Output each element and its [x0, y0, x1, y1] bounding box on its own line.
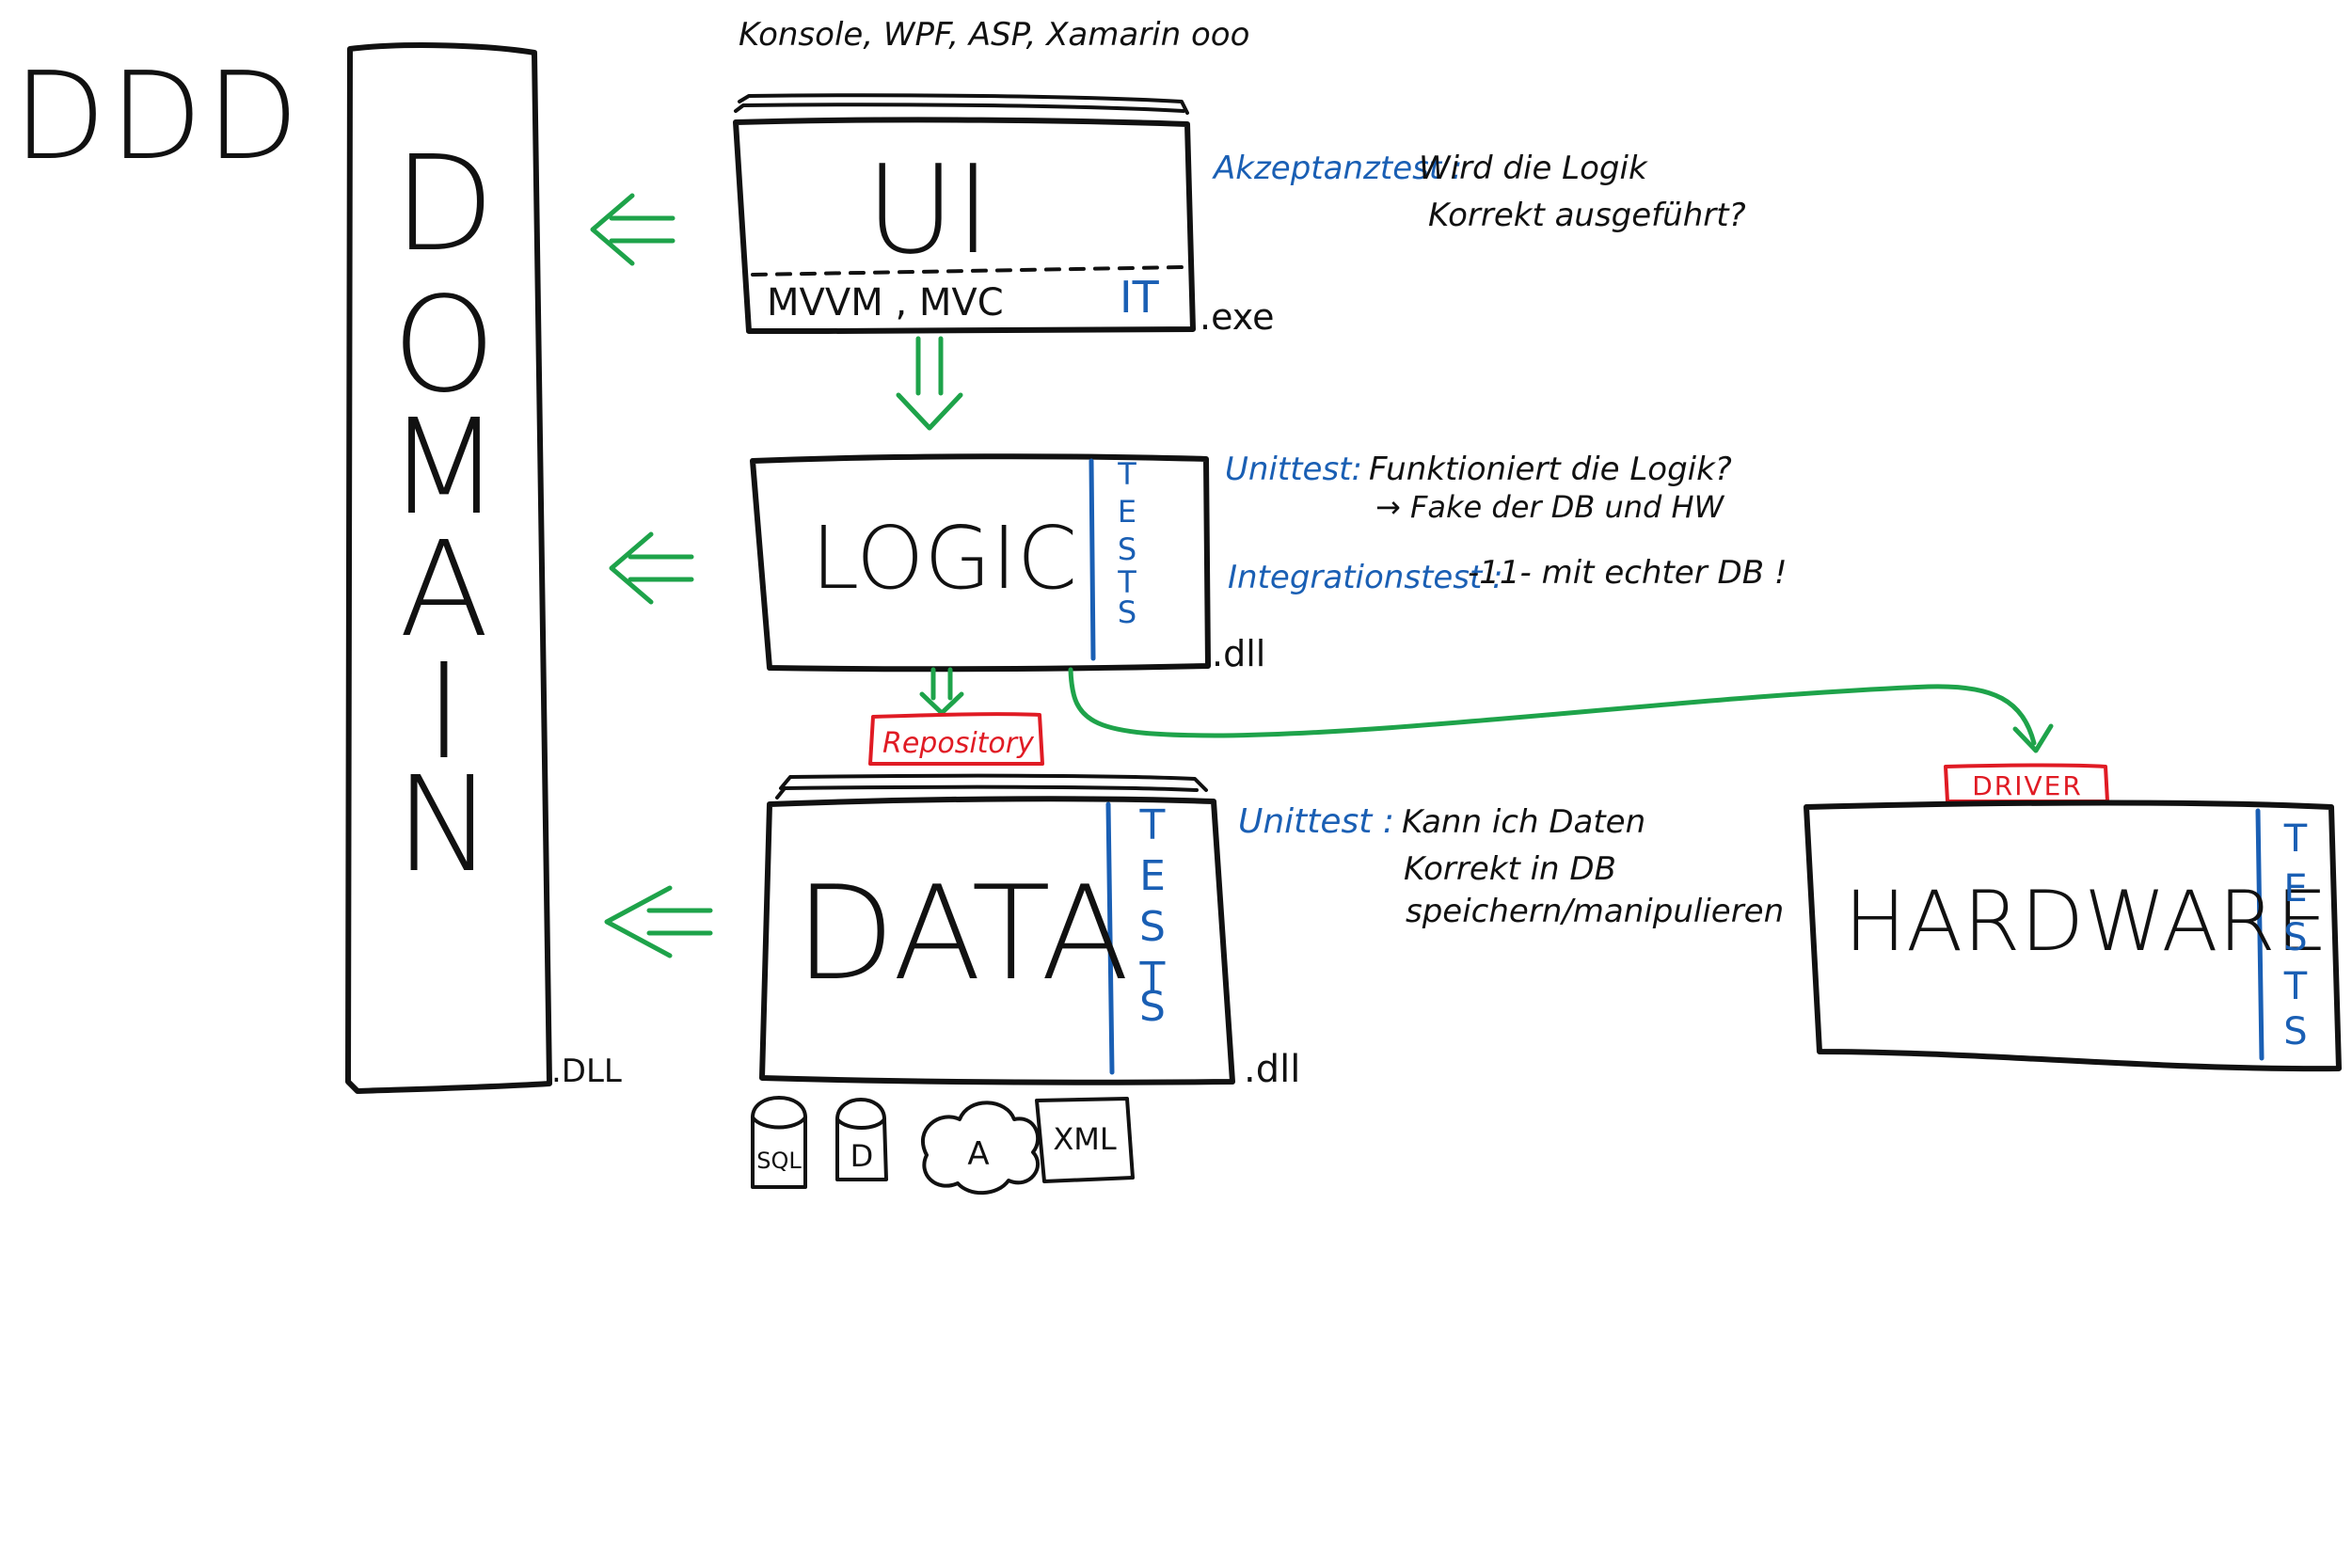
ui-to-logic-arrow [896, 336, 963, 431]
logic-tests-5: S [1118, 594, 1136, 630]
xml-label: XML [1053, 1121, 1117, 1157]
ui-box [733, 117, 1196, 334]
data-tests-4: T [1139, 954, 1166, 1002]
logic-test2-kind: Integrationstest : [1228, 559, 1503, 596]
ui-test-tag: IT [1120, 272, 1160, 323]
domain-file-ext: .DLL [551, 1053, 622, 1090]
ui-test-kind: Akzeptanztest : [1212, 150, 1462, 187]
a-cloud-icon: A [920, 1101, 1041, 1196]
data-tests-2: E [1139, 852, 1166, 900]
logic-label: LOGIC [811, 508, 1077, 609]
ui-test-line-1: Wird die Logik [1419, 150, 1648, 187]
data-tests-3: S [1139, 903, 1166, 951]
d-label: D [850, 1138, 874, 1174]
logic-to-domain-arrow [609, 531, 694, 605]
domain-letter-2: O [392, 269, 496, 422]
domain-layer: D O M A I N .DLL [345, 42, 622, 1094]
hardware-tests-2: E [2283, 867, 2307, 911]
hardware-label: HARDWARE [1844, 873, 2328, 970]
hardware-tests-4: T [2283, 965, 2308, 1008]
domain-letter-3: M [388, 391, 501, 545]
driver-label: DRIVER [1972, 770, 2083, 801]
diagram-title: DDD [13, 47, 303, 187]
ui-acceptance-test-note: Akzeptanztest : Wird die Logik Korrekt a… [1212, 150, 1746, 234]
domain-letter-6: N [395, 749, 494, 902]
logic-box [750, 453, 1211, 673]
logic-unit-test-note: Unittest: Funktioniert die Logik? → Fake… [1225, 451, 1732, 525]
data-unit-test-note: Unittest : Kann ich Daten Korrekt in DB … [1238, 802, 1784, 930]
logic-tests-1: T [1117, 456, 1136, 492]
hardware-layer: DRIVER HARDWARE T E S T S [1804, 763, 2342, 1072]
hardware-tests-5: S [2283, 1010, 2307, 1053]
data-box [759, 796, 1235, 1085]
logic-file-ext: .dll [1212, 633, 1265, 674]
logic-test1-line-2: → Fake der DB und HW [1375, 489, 1725, 525]
data-test-line-1: Kann ich Daten [1402, 803, 1645, 841]
data-file-ext: .dll [1244, 1048, 1300, 1091]
logic-tests-4: T [1117, 564, 1136, 600]
hardware-box [1804, 800, 2342, 1072]
ui-test-line-2: Korrekt ausgeführt? [1428, 197, 1746, 234]
data-tests-5: S [1139, 983, 1166, 1031]
repository-label: Repository [882, 727, 1035, 760]
domain-letter-1: D [393, 128, 495, 281]
repository-interface: Repository [868, 712, 1044, 766]
data-tests-1: T [1139, 801, 1166, 849]
logic-tests-2: E [1118, 494, 1136, 530]
data-layer: Repository DATA T E S T S .dll [759, 712, 1300, 1091]
logic-to-hardware-arrow [1068, 667, 2054, 753]
logic-test1-kind: Unittest: [1225, 451, 1362, 488]
logic-test2-text: -11- mit echter DB ! [1468, 554, 1787, 592]
ui-to-domain-arrow [590, 193, 675, 266]
logic-test1-line-1: Funktioniert die Logik? [1369, 451, 1732, 488]
ui-pattern-label: MVVM , MVC [767, 281, 1004, 325]
d-database-icon: D [835, 1098, 888, 1181]
xml-file-icon: XML [1035, 1097, 1135, 1183]
depends-on-domain-arrows [590, 193, 713, 958]
data-test-line-2: Korrekt in DB [1404, 850, 1616, 888]
a-label: A [967, 1135, 989, 1173]
sql-label: SQL [756, 1148, 802, 1174]
hardware-tests-3: S [2283, 916, 2307, 959]
domain-letter-5: I [424, 636, 463, 789]
ui-file-ext: .exe [1200, 296, 1275, 338]
data-label: DATA [795, 858, 1130, 1009]
ui-label: UI [866, 138, 992, 281]
data-test-line-3: speichern/manipulieren [1406, 893, 1784, 930]
hardware-tests-1: T [2283, 817, 2308, 861]
sql-database-icon: SQL [751, 1096, 807, 1189]
domain-box [345, 42, 552, 1094]
domain-letter-4: A [399, 514, 489, 667]
logic-integration-test-note: Integrationstest : -11- mit echter DB ! [1228, 554, 1787, 596]
data-to-domain-arrow [604, 885, 713, 958]
logic-to-data-arrow [919, 667, 964, 716]
logic-layer: LOGIC T E S T S .dll [750, 453, 1265, 674]
data-test-kind: Unittest : [1238, 802, 1394, 841]
data-stores: SQL D A XML [751, 1096, 1135, 1196]
ui-layer: Konsole, WPF, ASP, Xamarin ooo UI MVVM ,… [733, 16, 1275, 338]
logic-tests-3: S [1118, 531, 1136, 567]
driver-interface: DRIVER [1944, 763, 2109, 803]
ui-frameworks-label: Konsole, WPF, ASP, Xamarin ooo [739, 16, 1249, 54]
